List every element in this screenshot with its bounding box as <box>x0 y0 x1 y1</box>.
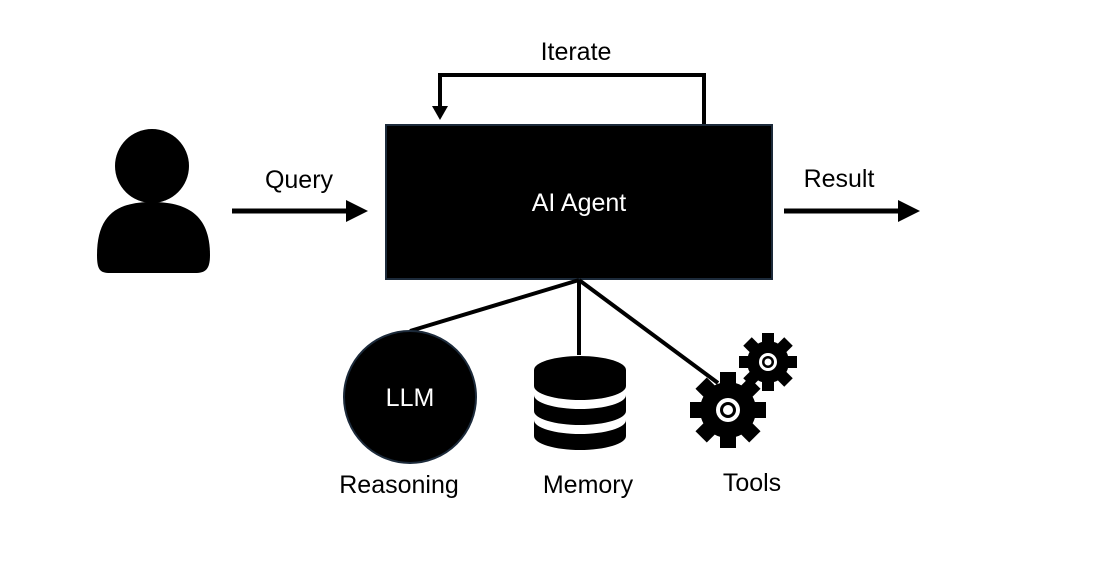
database-icon <box>534 356 626 450</box>
llm-node: LLM Reasoning <box>339 330 477 499</box>
llm-circle <box>343 330 477 464</box>
connector-to-tools <box>577 278 720 385</box>
query-arrowhead <box>346 200 368 222</box>
result-arrowhead <box>898 200 920 222</box>
query-label: Query <box>265 166 334 194</box>
memory-label: Memory <box>543 471 634 499</box>
gears-icon <box>690 333 797 448</box>
iterate-loop: Iterate <box>432 38 706 126</box>
llm-label: LLM <box>386 384 435 412</box>
agent-connectors <box>409 278 720 385</box>
ai-agent-box: AI Agent <box>385 124 773 280</box>
small-gear-icon <box>739 333 797 391</box>
tools-node: Tools <box>690 333 797 497</box>
ai-agent-label: AI Agent <box>532 189 627 217</box>
tools-label: Tools <box>723 469 781 497</box>
iterate-arrowhead <box>432 106 448 120</box>
result-arrow-group: Result <box>784 165 920 222</box>
iterate-arrow <box>438 73 706 126</box>
query-arrow-group: Query <box>232 166 368 222</box>
memory-node: Memory <box>534 356 634 499</box>
large-gear-icon <box>690 372 766 448</box>
iterate-label: Iterate <box>541 38 612 66</box>
user-icon <box>97 129 210 273</box>
result-label: Result <box>804 165 875 193</box>
reasoning-label: Reasoning <box>339 471 459 499</box>
connector-to-llm <box>409 278 580 333</box>
